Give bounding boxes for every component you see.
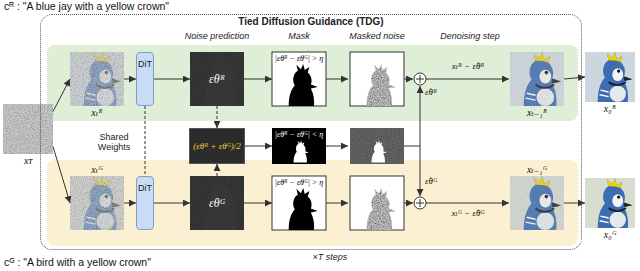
dashed-connector [217,106,218,128]
image-label: xᴛ [24,155,32,166]
image-label: x₀ᴳ [604,229,616,240]
sum-symbol [414,73,426,209]
output-image [585,52,635,102]
math-label: εθᴳ [209,196,225,211]
dashed-connector [217,164,218,176]
output-image [585,178,635,228]
math-label: ε̂θᴿ [425,87,437,97]
image-tile: xₜ₋₁ᴿ [510,52,564,106]
noise-map-image [190,176,244,230]
group-title: Tied Diffusion Guidance (TDG) [238,16,383,27]
mask-image [272,52,326,106]
dashed-connector [145,106,146,176]
mask-image [272,176,326,230]
column-header: Noise prediction [185,31,250,41]
image-tile: xₜᴿ [70,52,124,106]
mask-image [272,128,326,164]
image-tile: xₜ₋₁ᴳ [510,176,564,230]
masked-noise-image [350,128,404,164]
column-header: Mask [288,31,310,41]
column-header: Denoising step [440,31,500,41]
arrow-connector [53,147,70,204]
arrow-connector [245,146,272,147]
math-label: εθᴿ [209,72,225,87]
model-box: DiT [136,176,154,230]
noisy-image [70,52,124,106]
mask-map: |εθᴿ − εθᴳ| < η [272,128,326,164]
image-tile: xᴛ [3,104,53,154]
math-label: xₜᴳ − ε̂θᴳ [452,208,485,218]
mask-map: |εθᴿ − εθᴳ| > η [272,52,326,106]
model-box: DiT [136,52,154,106]
noise-image [3,104,53,154]
arrow-connector [124,203,136,204]
group-box: Tied Diffusion Guidance (TDG)xₜᴿDiTεθᴿ|ε… [40,14,582,250]
image-tile: x₀ᴿ [585,52,635,102]
average-box: (εθᴿ + εθᴳ)/2 [189,128,245,164]
model-label: DiT [138,59,152,69]
reference-band [47,45,578,121]
denoised-image [510,176,564,230]
note-label: Shared Weights [94,133,134,153]
math-formula: |εθᴿ − εθᴳ| > η [273,54,325,64]
image-label: xₜᴳ [91,164,102,175]
math-formula: |εθᴿ − εθᴳ| < η [273,130,325,140]
arrow-connector [53,79,70,112]
noisy-image [70,176,124,230]
image-tile: xₜᴳ [70,176,124,230]
math-label: ε̂θᴳ [425,176,437,186]
math-formula: (εθᴿ + εθᴳ)/2 [193,141,241,151]
model-label: DiT [138,183,152,193]
condition-prompt: cᴳ : "A bird with a yellow crown" [4,256,151,268]
denoised-image [510,52,564,106]
arrow-connector [154,203,190,204]
image-label: xₜ₋₁ᴳ [527,164,547,175]
math-label: xₜᴿ − ε̂θᴿ [452,61,485,71]
step-note: ×T steps [313,252,348,262]
image-label: x₀ᴿ [604,103,616,114]
mask-map: |εθᴿ − εθᴳ| > η [272,176,326,230]
noise-map: εθᴿ [190,52,244,106]
flow-arrows [326,79,509,203]
arrow-connector [124,79,136,80]
condition-prompt: cᴿ : "A blue jay with a yellow crown" [4,0,169,12]
image-tile: x₀ᴳ [585,178,635,228]
arrow-connector [154,79,190,80]
noise-map: εθᴳ [190,176,244,230]
generation-band [47,160,578,246]
image-label: xₜ₋₁ᴿ [527,107,547,118]
column-header: Masked noise [349,31,405,41]
arrow-connector [244,79,272,80]
masked-noise-image [350,52,404,106]
noise-map-image [190,52,244,106]
masked-noise-image [350,176,404,230]
image-label: xₜᴿ [91,107,102,118]
arrow-connector [244,203,272,204]
math-formula: |εθᴿ − εθᴳ| > η [273,178,325,188]
